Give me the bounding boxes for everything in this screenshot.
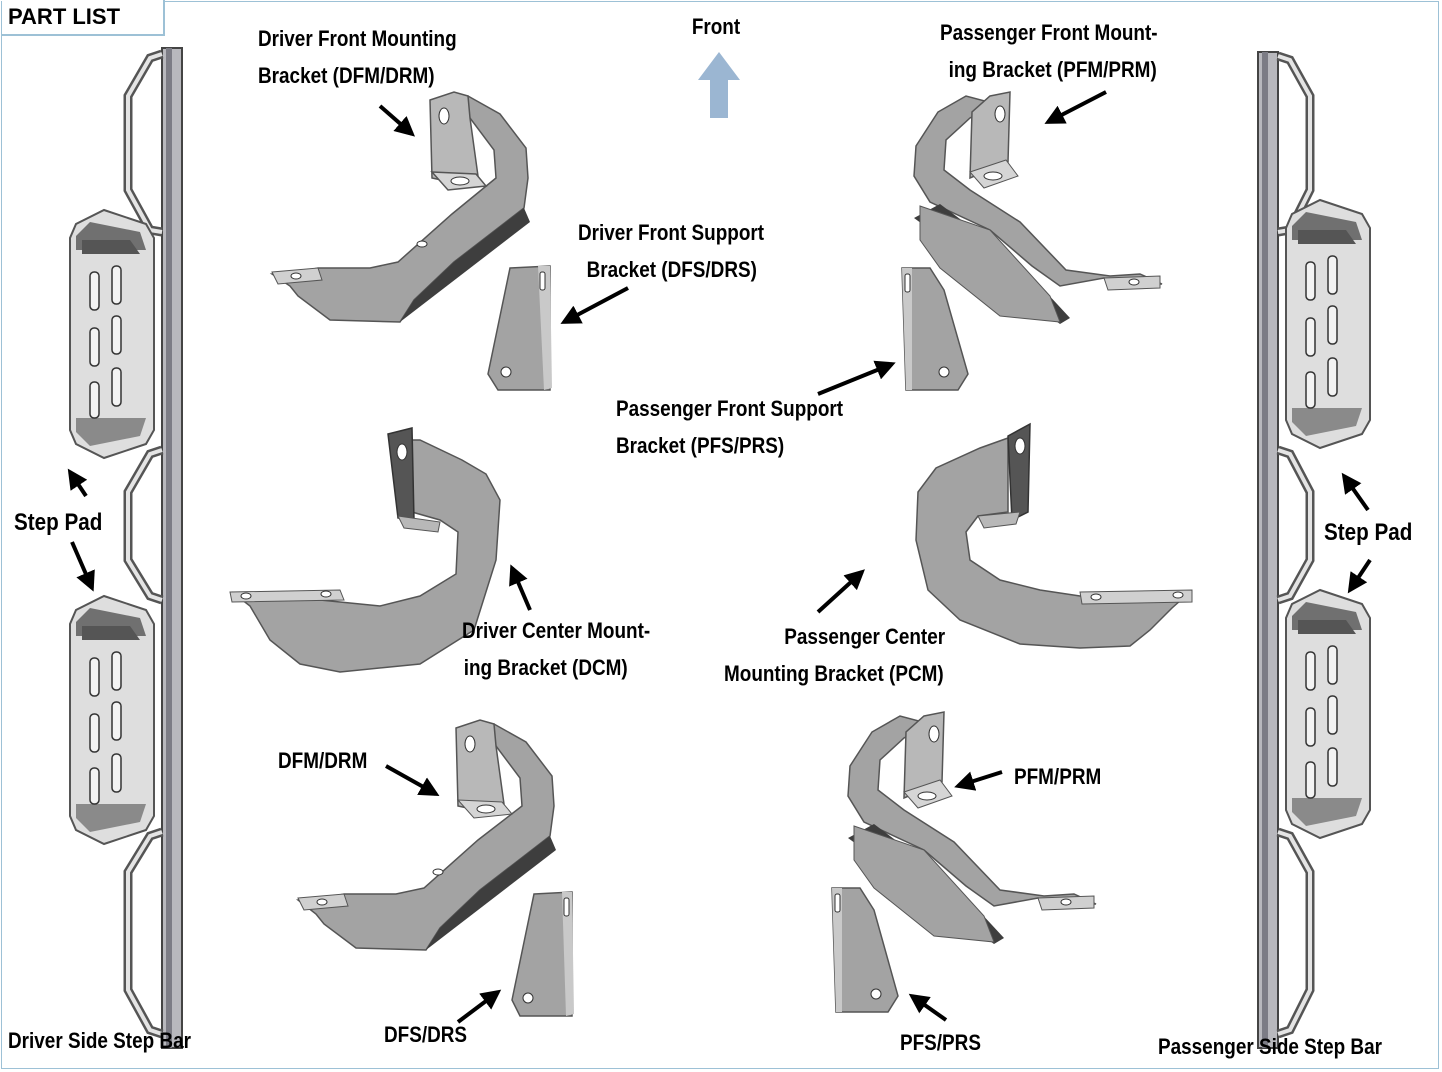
pfm-short-label: PFM/PRM — [1014, 764, 1102, 789]
passenger-front-mounting-bracket — [913, 91, 1163, 324]
driver-front-mounting-bracket — [269, 91, 530, 323]
driver-step-bar — [69, 47, 183, 1049]
pfs-short-label: PFS/PRS — [900, 1030, 981, 1055]
driver-front-support-bracket-lower — [511, 891, 574, 1017]
pfm-label: Passenger Front Mount-ing Bracket (PFM/P… — [940, 20, 1158, 82]
leader-arrows — [67, 90, 1372, 1024]
driver-front-support-bracket — [487, 265, 552, 391]
dfm-short-label: DFM/DRM — [278, 748, 368, 773]
step-pad-right-label: Step Pad — [1324, 519, 1413, 546]
passenger-step-bar — [1257, 51, 1371, 1049]
passenger-front-mounting-bracket-lower — [847, 711, 1097, 944]
passenger-step-bar-label: Passenger Side Step Bar — [1158, 1034, 1382, 1059]
dcm-label: Driver Center Mount-ing Bracket (DCM) — [462, 618, 651, 680]
driver-center-mounting-bracket — [229, 427, 501, 673]
driver-front-mounting-bracket-lower — [295, 719, 556, 951]
part-list-tab: PART LIST — [2, 0, 165, 36]
dfs-short-label: DFS/DRS — [384, 1022, 468, 1047]
passenger-front-support-bracket-lower — [831, 887, 899, 1013]
driver-step-bar-label: Driver Side Step Bar — [8, 1028, 191, 1053]
step-pad-left-label: Step Pad — [14, 509, 103, 536]
front-label: Front — [691, 14, 741, 39]
front-arrow — [698, 52, 740, 118]
passenger-center-mounting-bracket — [915, 422, 1193, 649]
passenger-front-support-bracket — [901, 267, 969, 391]
